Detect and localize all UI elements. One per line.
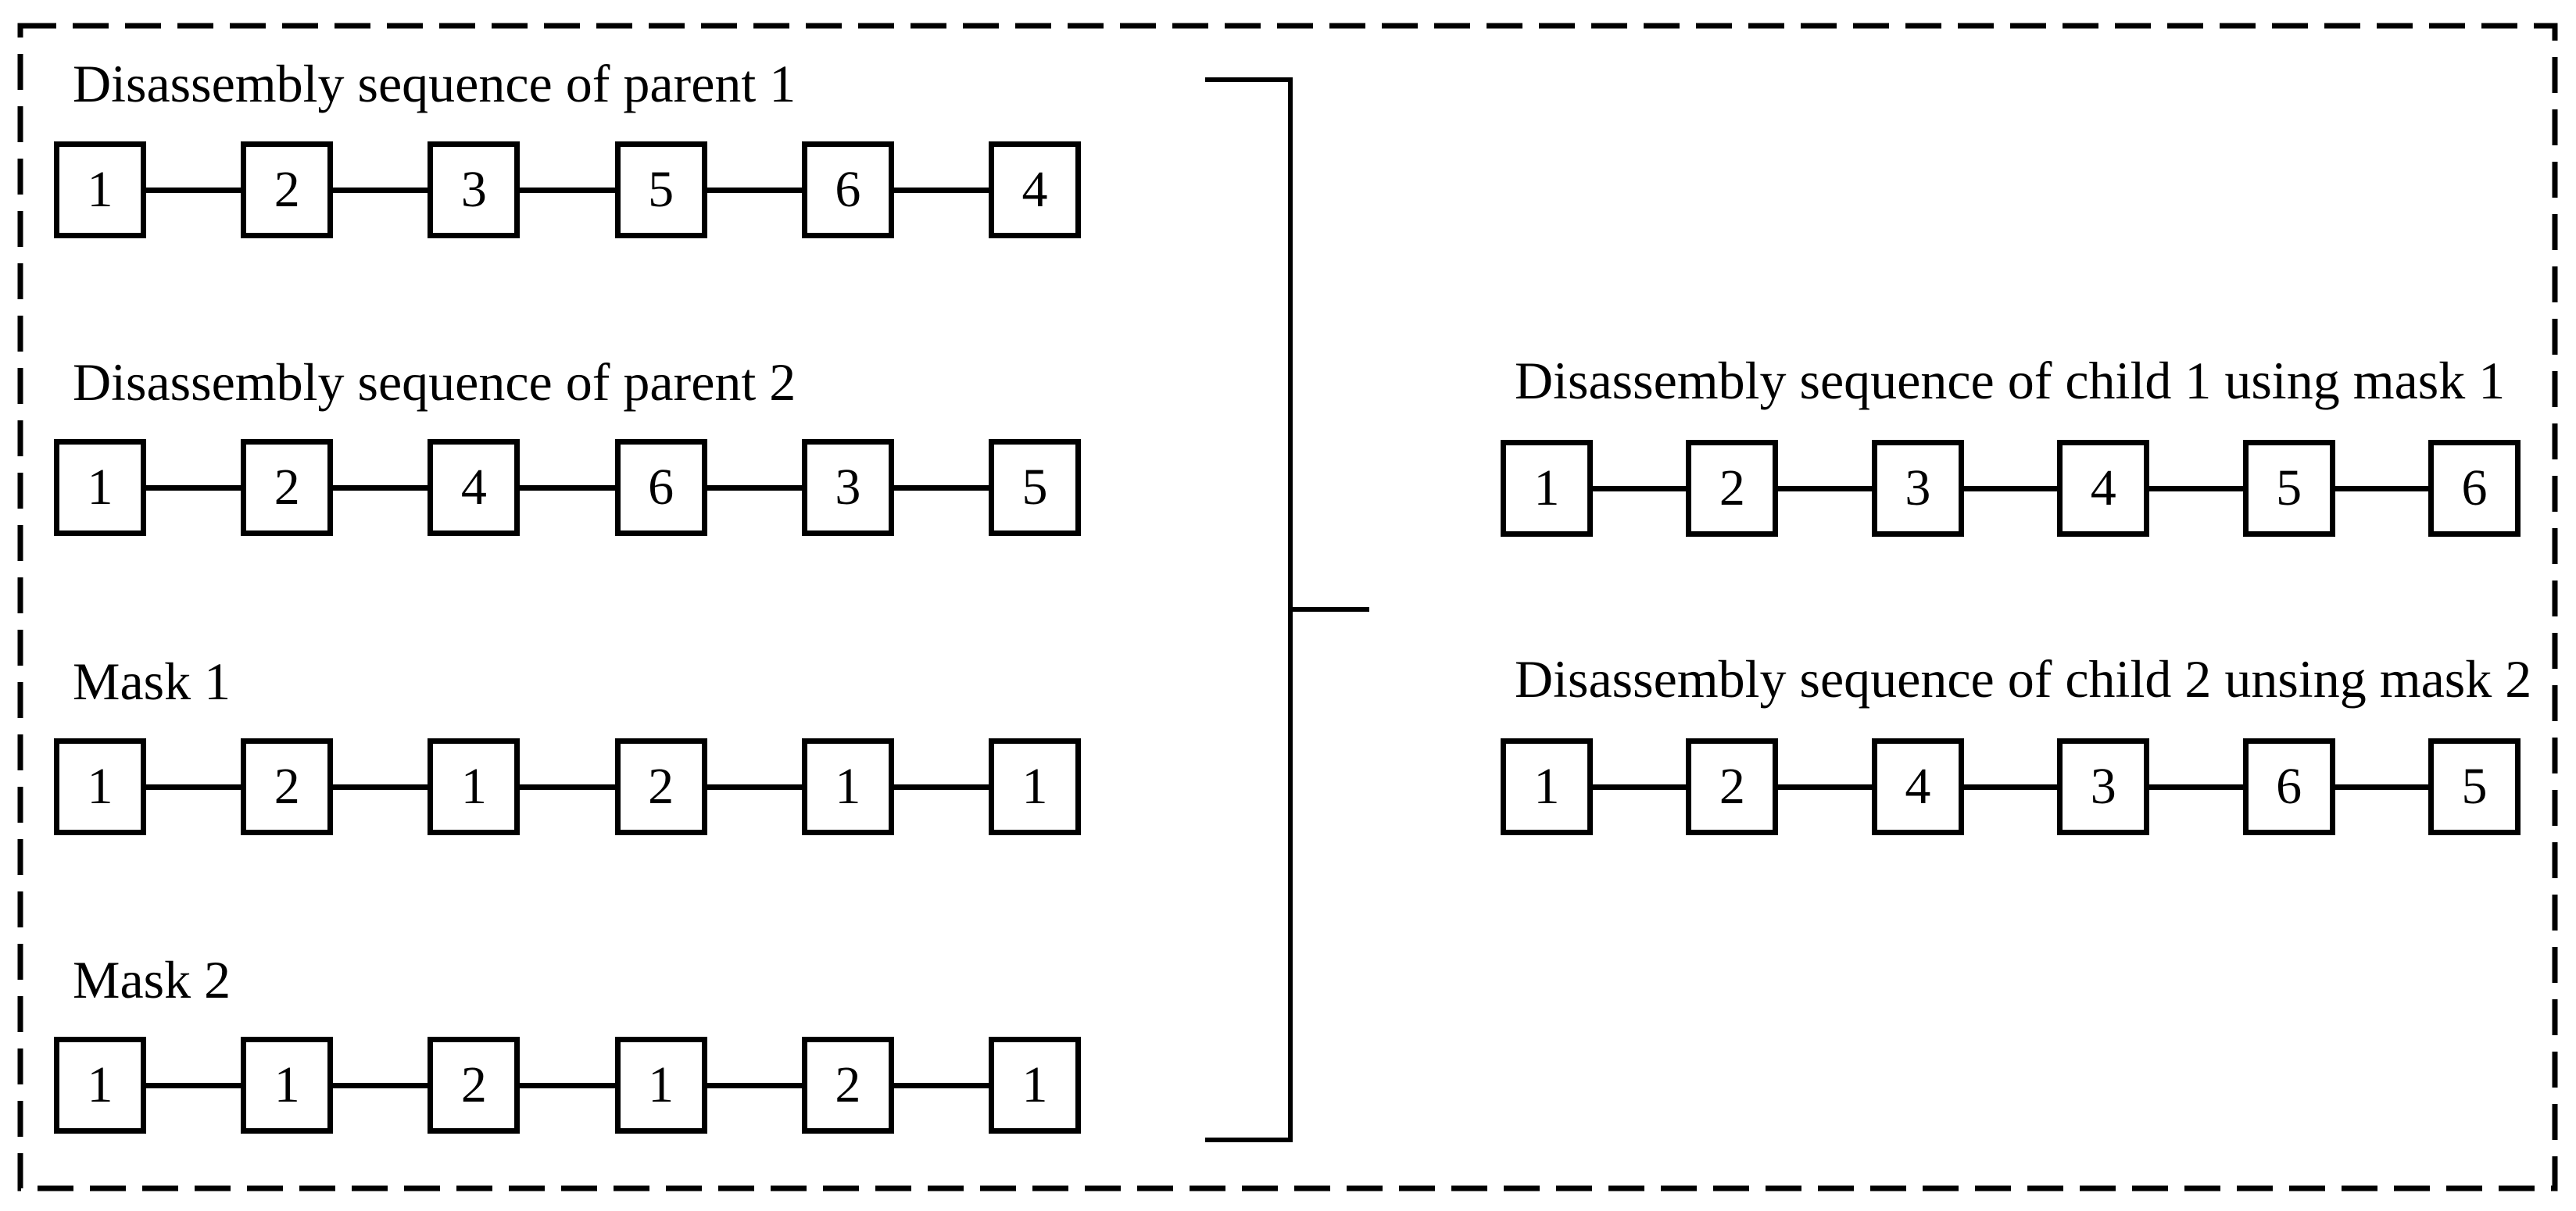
connector-line (520, 1082, 615, 1088)
connector-line (1593, 485, 1687, 491)
child2-label: Disassembly sequence of child 2 unsing m… (1515, 649, 2532, 709)
sequence-box: 2 (1686, 738, 1779, 835)
connector-line (146, 784, 242, 790)
sequence-box: 2 (241, 141, 334, 238)
connector-line (333, 1082, 428, 1088)
child1-label: Disassembly sequence of child 1 using ma… (1515, 351, 2506, 410)
mask2-label: Mask 2 (73, 950, 231, 1009)
connector-line (146, 1082, 242, 1088)
connector-line (146, 484, 242, 491)
sequence-box: 6 (801, 141, 894, 238)
connector-line (146, 187, 242, 193)
child2-sequence-row: 1 2 4 3 6 5 (1501, 738, 2521, 835)
connector-line (707, 484, 802, 491)
connector-line (1778, 485, 1872, 491)
sequence-box: 1 (1501, 440, 1593, 537)
sequence-box: 6 (614, 439, 707, 536)
sequence-box: 1 (989, 738, 1082, 835)
sequence-box: 4 (989, 141, 1082, 238)
sequence-box: 6 (2242, 738, 2335, 835)
sequence-box: 2 (241, 439, 334, 536)
sequence-box: 3 (1871, 440, 1964, 537)
sequence-box: 2 (1686, 440, 1779, 537)
parent2-sequence-row: 1 2 4 6 3 5 (54, 439, 1082, 536)
mask2-sequence-row: 1 1 2 1 2 1 (54, 1037, 1082, 1134)
dashed-border (17, 23, 2558, 1191)
sequence-box: 2 (614, 738, 707, 835)
sequence-box: 6 (2428, 440, 2521, 537)
sequence-box: 1 (54, 141, 146, 238)
sequence-box: 3 (428, 141, 521, 238)
sequence-box: 3 (801, 439, 894, 536)
sequence-box: 1 (614, 1037, 707, 1134)
parent2-label: Disassembly sequence of parent 2 (73, 352, 796, 412)
child1-sequence-row: 1 2 3 4 5 6 (1501, 440, 2521, 537)
connector-line (707, 784, 802, 790)
parent1-label: Disassembly sequence of parent 1 (73, 54, 796, 113)
connector-line (2149, 784, 2243, 790)
connector-line (333, 484, 428, 491)
connector-line (520, 484, 615, 491)
sequence-box: 1 (241, 1037, 334, 1134)
sequence-box: 4 (428, 439, 521, 536)
sequence-box: 1 (989, 1037, 1082, 1134)
connector-line (1778, 784, 1872, 790)
connector-line (333, 187, 428, 193)
connector-line (520, 784, 615, 790)
connector-line (893, 484, 989, 491)
sequence-box: 2 (241, 738, 334, 835)
mask1-label: Mask 1 (73, 652, 231, 711)
sequence-box: 1 (1501, 738, 1593, 835)
connector-line (893, 784, 989, 790)
sequence-box: 5 (989, 439, 1082, 536)
connector-line (893, 187, 989, 193)
connector-line (893, 1082, 989, 1088)
sequence-box: 2 (801, 1037, 894, 1134)
sequence-box: 5 (2428, 738, 2521, 835)
sequence-box: 1 (801, 738, 894, 835)
sequence-box: 1 (428, 738, 521, 835)
sequence-box: 1 (54, 439, 146, 536)
sequence-box: 2 (428, 1037, 521, 1134)
connector-line (333, 784, 428, 790)
sequence-box: 1 (54, 738, 146, 835)
connector-line (2149, 485, 2243, 491)
merge-bracket (1205, 77, 1293, 1142)
sequence-box: 4 (1871, 738, 1964, 835)
parent1-sequence-row: 1 2 3 5 6 4 (54, 141, 1082, 238)
connector-line (2334, 485, 2429, 491)
sequence-box: 5 (614, 141, 707, 238)
connector-line (2334, 784, 2429, 790)
connector-line (707, 187, 802, 193)
connector-line (520, 187, 615, 193)
sequence-box: 3 (2057, 738, 2150, 835)
connector-line (1963, 784, 2058, 790)
connector-line (707, 1082, 802, 1088)
connector-line (1963, 485, 2058, 491)
sequence-box: 1 (54, 1037, 146, 1134)
sequence-box: 4 (2057, 440, 2150, 537)
mask1-sequence-row: 1 2 1 2 1 1 (54, 738, 1082, 835)
sequence-box: 5 (2242, 440, 2335, 537)
connector-line (1593, 784, 1687, 790)
